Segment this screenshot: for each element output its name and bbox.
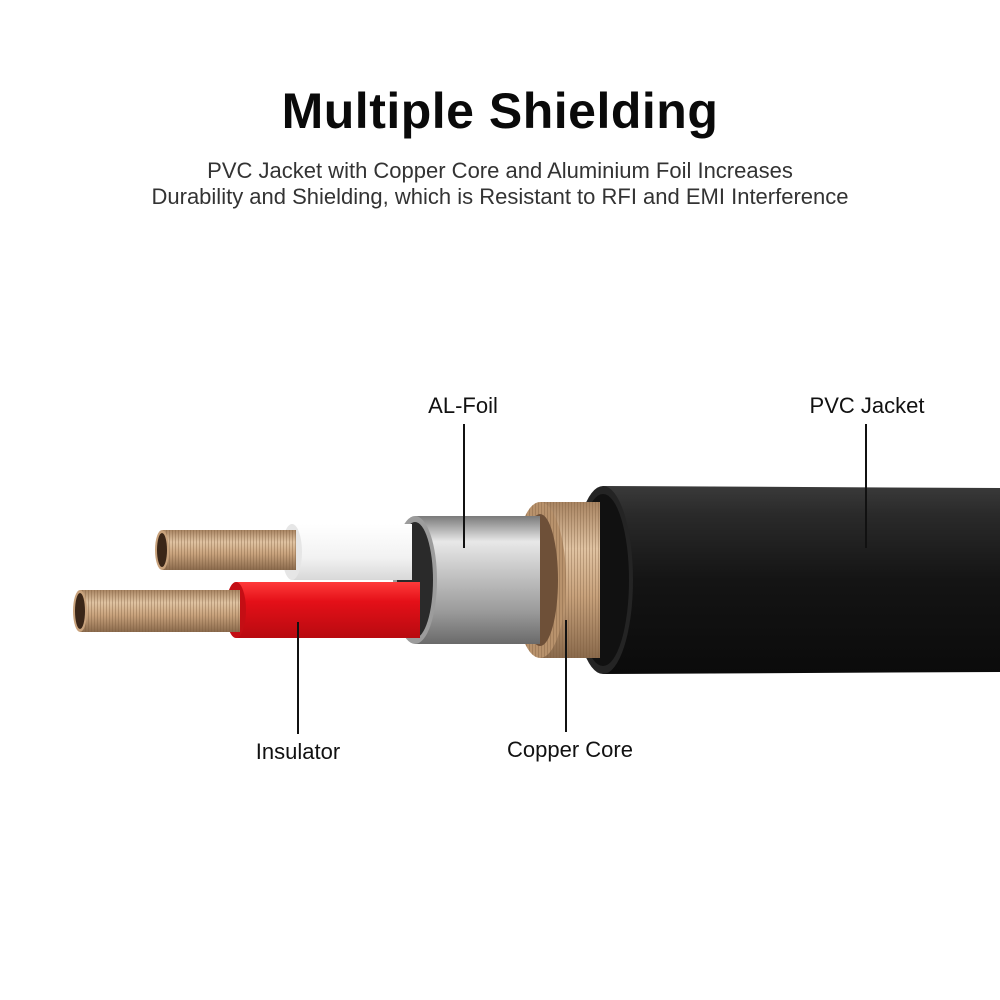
copper-conductor-upper — [155, 530, 296, 570]
page-subtitle: PVC Jacket with Copper Core and Aluminiu… — [0, 158, 1000, 210]
red-insulator — [226, 582, 420, 638]
subtitle-line-2: Durability and Shielding, which is Resis… — [151, 184, 849, 209]
al-foil-label: AL-Foil — [428, 393, 498, 418]
white-insulator — [282, 524, 412, 580]
insulator-label: Insulator — [255, 739, 341, 764]
page-title: Multiple Shielding — [281, 83, 719, 139]
pvc-jacket-label: PVC Jacket — [809, 393, 925, 418]
subtitle-line-1: PVC Jacket with Copper Core and Aluminiu… — [207, 158, 793, 183]
copper-conductor-lower — [73, 590, 240, 632]
copper-core-label: Copper Core — [507, 737, 633, 762]
pvc-jacket — [573, 486, 1000, 674]
